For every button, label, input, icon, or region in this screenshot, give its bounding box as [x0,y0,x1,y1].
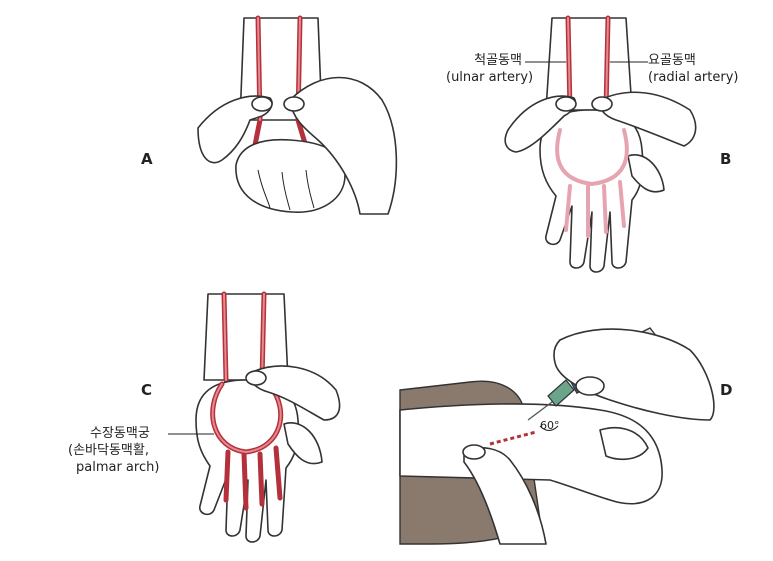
panel-label-d: D [720,381,733,399]
radial-artery-korean: 요골동맥 [648,53,696,68]
panel-label-c: C [141,381,153,399]
panel-c-drawing [168,291,341,543]
radial-artery-english: (radial artery) [648,70,739,85]
ulnar-artery-english: (ulnar artery) [446,70,534,85]
palmar-arch-korean: 수장동맥궁 [90,426,150,441]
panel-b-drawing [504,15,697,273]
panel-label-a: A [141,150,153,168]
panel-d-drawing [399,327,715,545]
callout-palmar-arch: 수장동맥궁 (손바닥동맥활, palmar arch) [68,425,159,476]
callout-radial-artery: 요골동맥 (radial artery) [648,52,738,86]
callout-ulnar-artery: 척골동맥 (ulnar artery) [446,52,534,86]
needle-angle-label: 60° [540,419,560,432]
palmar-arch-alt-korean: (손바닥동맥활, [68,443,149,458]
panel-label-b: B [720,150,732,168]
palmar-arch-english: palmar arch) [76,460,160,475]
panel-a-drawing [197,15,398,215]
ulnar-artery-korean: 척골동맥 [474,53,522,68]
